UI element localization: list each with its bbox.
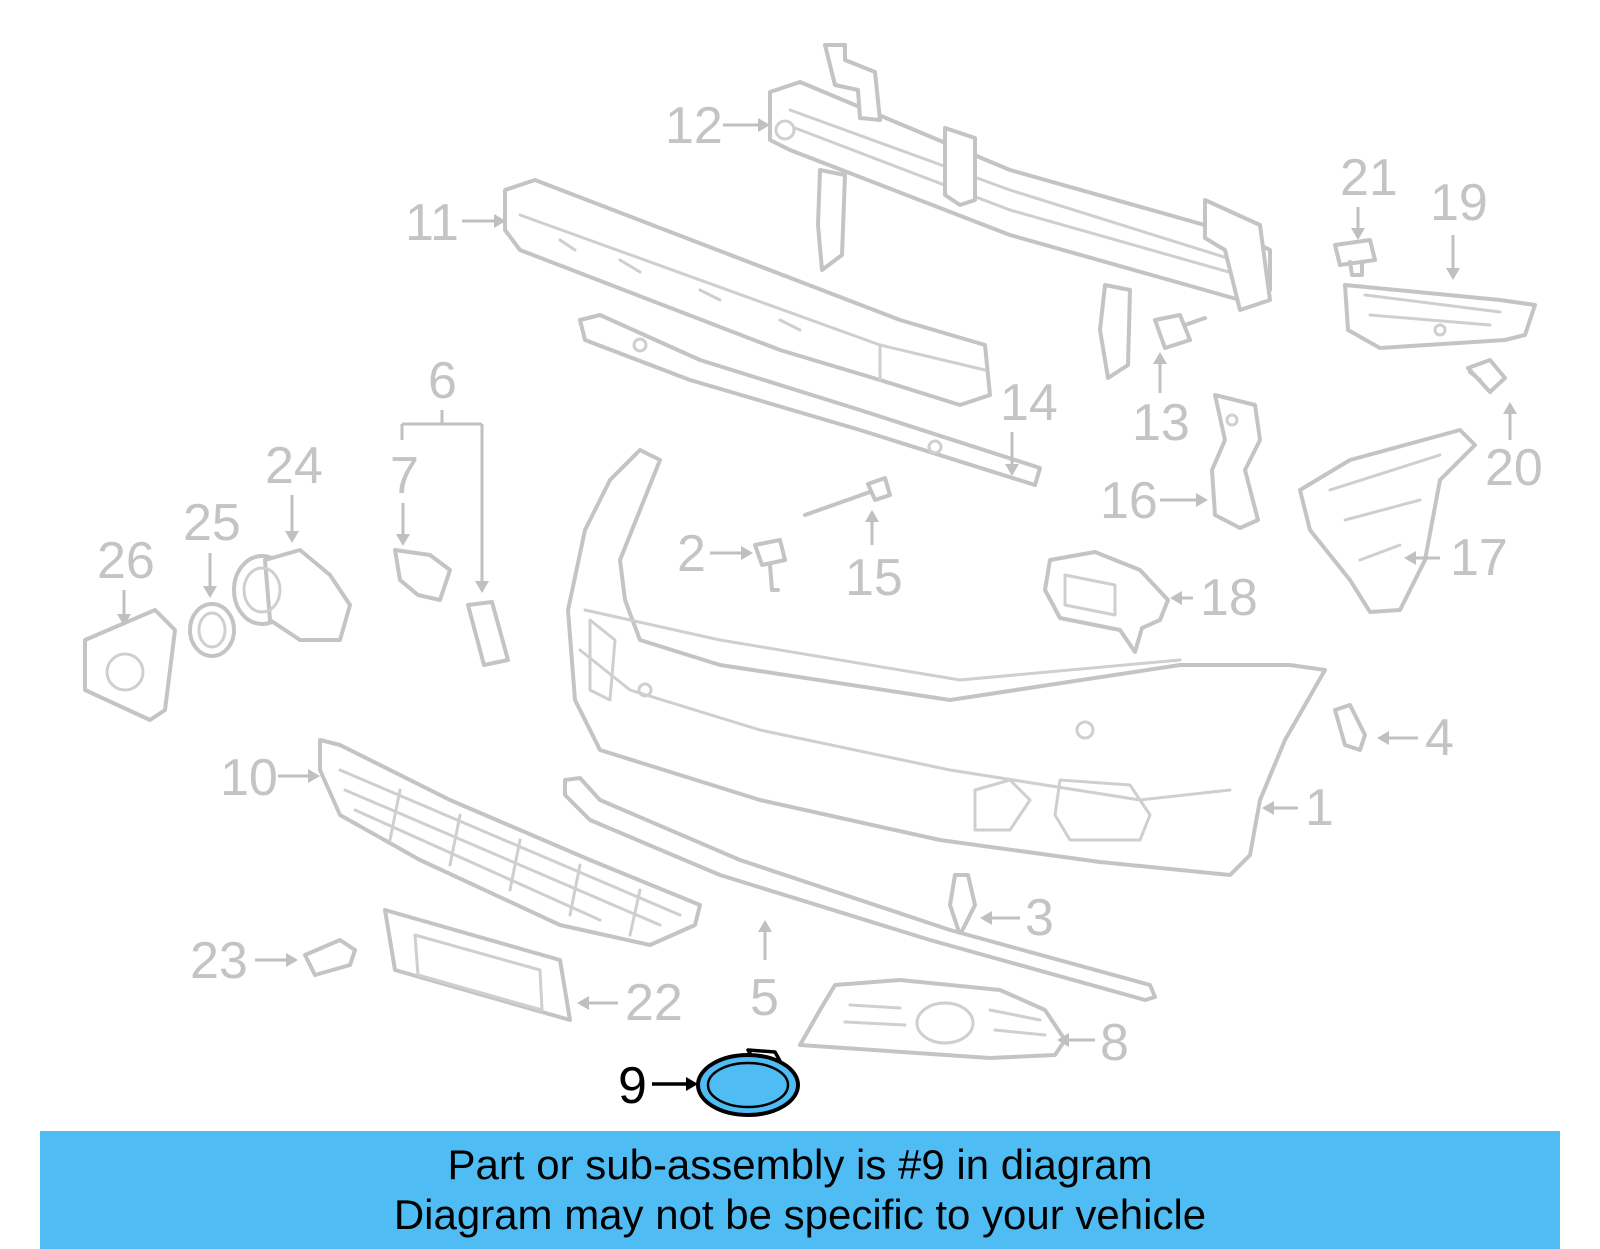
part-17-side-bracket — [1298, 428, 1477, 614]
callout-11: 11 — [405, 194, 506, 252]
svg-text:9: 9 — [618, 1057, 647, 1115]
callout-22: 22 — [577, 974, 683, 1032]
part-19-bumper-bracket — [1343, 283, 1537, 350]
part-10-lower-grille — [318, 738, 702, 947]
svg-text:3: 3 — [1025, 889, 1054, 947]
callout-13: 13 — [1132, 352, 1190, 452]
svg-text:26: 26 — [97, 532, 155, 590]
svg-text:16: 16 — [1100, 472, 1158, 530]
svg-text:4: 4 — [1425, 709, 1454, 767]
part-15-push-rivet — [803, 476, 892, 517]
callout-19: 19 — [1430, 174, 1488, 280]
part-8-fog-lamp-grille — [798, 978, 1067, 1060]
svg-text:1: 1 — [1305, 779, 1334, 837]
callout-10: 10 — [220, 749, 320, 807]
callout-25: 25 — [183, 494, 241, 598]
callout-21: 21 — [1340, 149, 1398, 240]
part-22-license-plate-bracket — [383, 908, 572, 1022]
callout-9: 9 — [618, 1057, 698, 1115]
callout-8: 8 — [1057, 1014, 1129, 1072]
part-23-clip — [303, 938, 357, 977]
svg-text:5: 5 — [750, 969, 779, 1027]
svg-text:18: 18 — [1200, 569, 1258, 627]
svg-text:23: 23 — [190, 932, 248, 990]
part-14-upper-bracket-strip — [578, 313, 1042, 487]
svg-text:2: 2 — [677, 525, 706, 583]
caption-banner: Part or sub-assembly is #9 in diagram Di… — [40, 1131, 1560, 1249]
callout-2: 2 — [677, 525, 753, 583]
svg-text:22: 22 — [625, 974, 683, 1032]
part-12-reinforcement-beam — [768, 43, 1272, 380]
part-4-clip — [1333, 703, 1367, 752]
svg-text:14: 14 — [1000, 374, 1058, 432]
svg-text:17: 17 — [1450, 529, 1508, 587]
callout-24: 24 — [265, 437, 323, 543]
callout-23: 23 — [190, 932, 298, 990]
callout-20: 20 — [1485, 402, 1543, 497]
part-24-parking-sensor — [232, 548, 352, 642]
svg-text:10: 10 — [220, 749, 278, 807]
svg-text:6: 6 — [428, 352, 457, 410]
callout-12: 12 — [665, 97, 770, 155]
part-26-sensor-bracket — [83, 608, 177, 722]
part-9-highlighted-fog-lamp-cover — [696, 1048, 800, 1117]
callout-17: 17 — [1404, 529, 1508, 587]
caption-line-1: Part or sub-assembly is #9 in diagram — [447, 1141, 1153, 1188]
part-25-sensor-ring — [188, 602, 236, 658]
part-6-cap — [466, 600, 510, 667]
callout-15: 15 — [845, 510, 903, 607]
svg-text:15: 15 — [845, 549, 903, 607]
part-3-clip — [948, 873, 977, 937]
svg-text:20: 20 — [1485, 439, 1543, 497]
callout-16: 16 — [1100, 472, 1208, 530]
svg-text:24: 24 — [265, 437, 323, 495]
svg-text:7: 7 — [390, 447, 419, 505]
part-18-headlamp-washer-housing — [1043, 550, 1170, 654]
callout-26: 26 — [97, 532, 155, 626]
part-2-screw — [753, 538, 787, 592]
svg-text:21: 21 — [1340, 149, 1398, 207]
part-20-screw — [1466, 358, 1507, 394]
callout-6: 6 — [400, 352, 489, 593]
svg-text:25: 25 — [183, 494, 241, 552]
part-21-clip — [1333, 238, 1377, 277]
part-1-bumper-cover — [566, 448, 1327, 877]
svg-text:11: 11 — [405, 194, 459, 252]
part-16-bracket — [1210, 393, 1262, 530]
svg-text:13: 13 — [1132, 394, 1190, 452]
callout-14: 14 — [1000, 374, 1058, 476]
part-13-bolt — [1153, 313, 1207, 350]
callout-1: 1 — [1262, 779, 1334, 837]
part-7-bracket — [393, 548, 452, 602]
part-11-energy-absorber — [503, 178, 992, 407]
svg-text:12: 12 — [665, 97, 723, 155]
callout-3: 3 — [980, 889, 1054, 947]
callout-18: 18 — [1170, 569, 1258, 627]
part-5-lower-trim-strip — [563, 776, 1157, 1002]
caption-line-2: Diagram may not be specific to your vehi… — [393, 1191, 1207, 1238]
callout-7: 7 — [390, 447, 419, 546]
callout-5: 5 — [750, 920, 779, 1027]
callout-4: 4 — [1377, 709, 1454, 767]
svg-text:19: 19 — [1430, 174, 1488, 232]
svg-text:8: 8 — [1100, 1014, 1129, 1072]
